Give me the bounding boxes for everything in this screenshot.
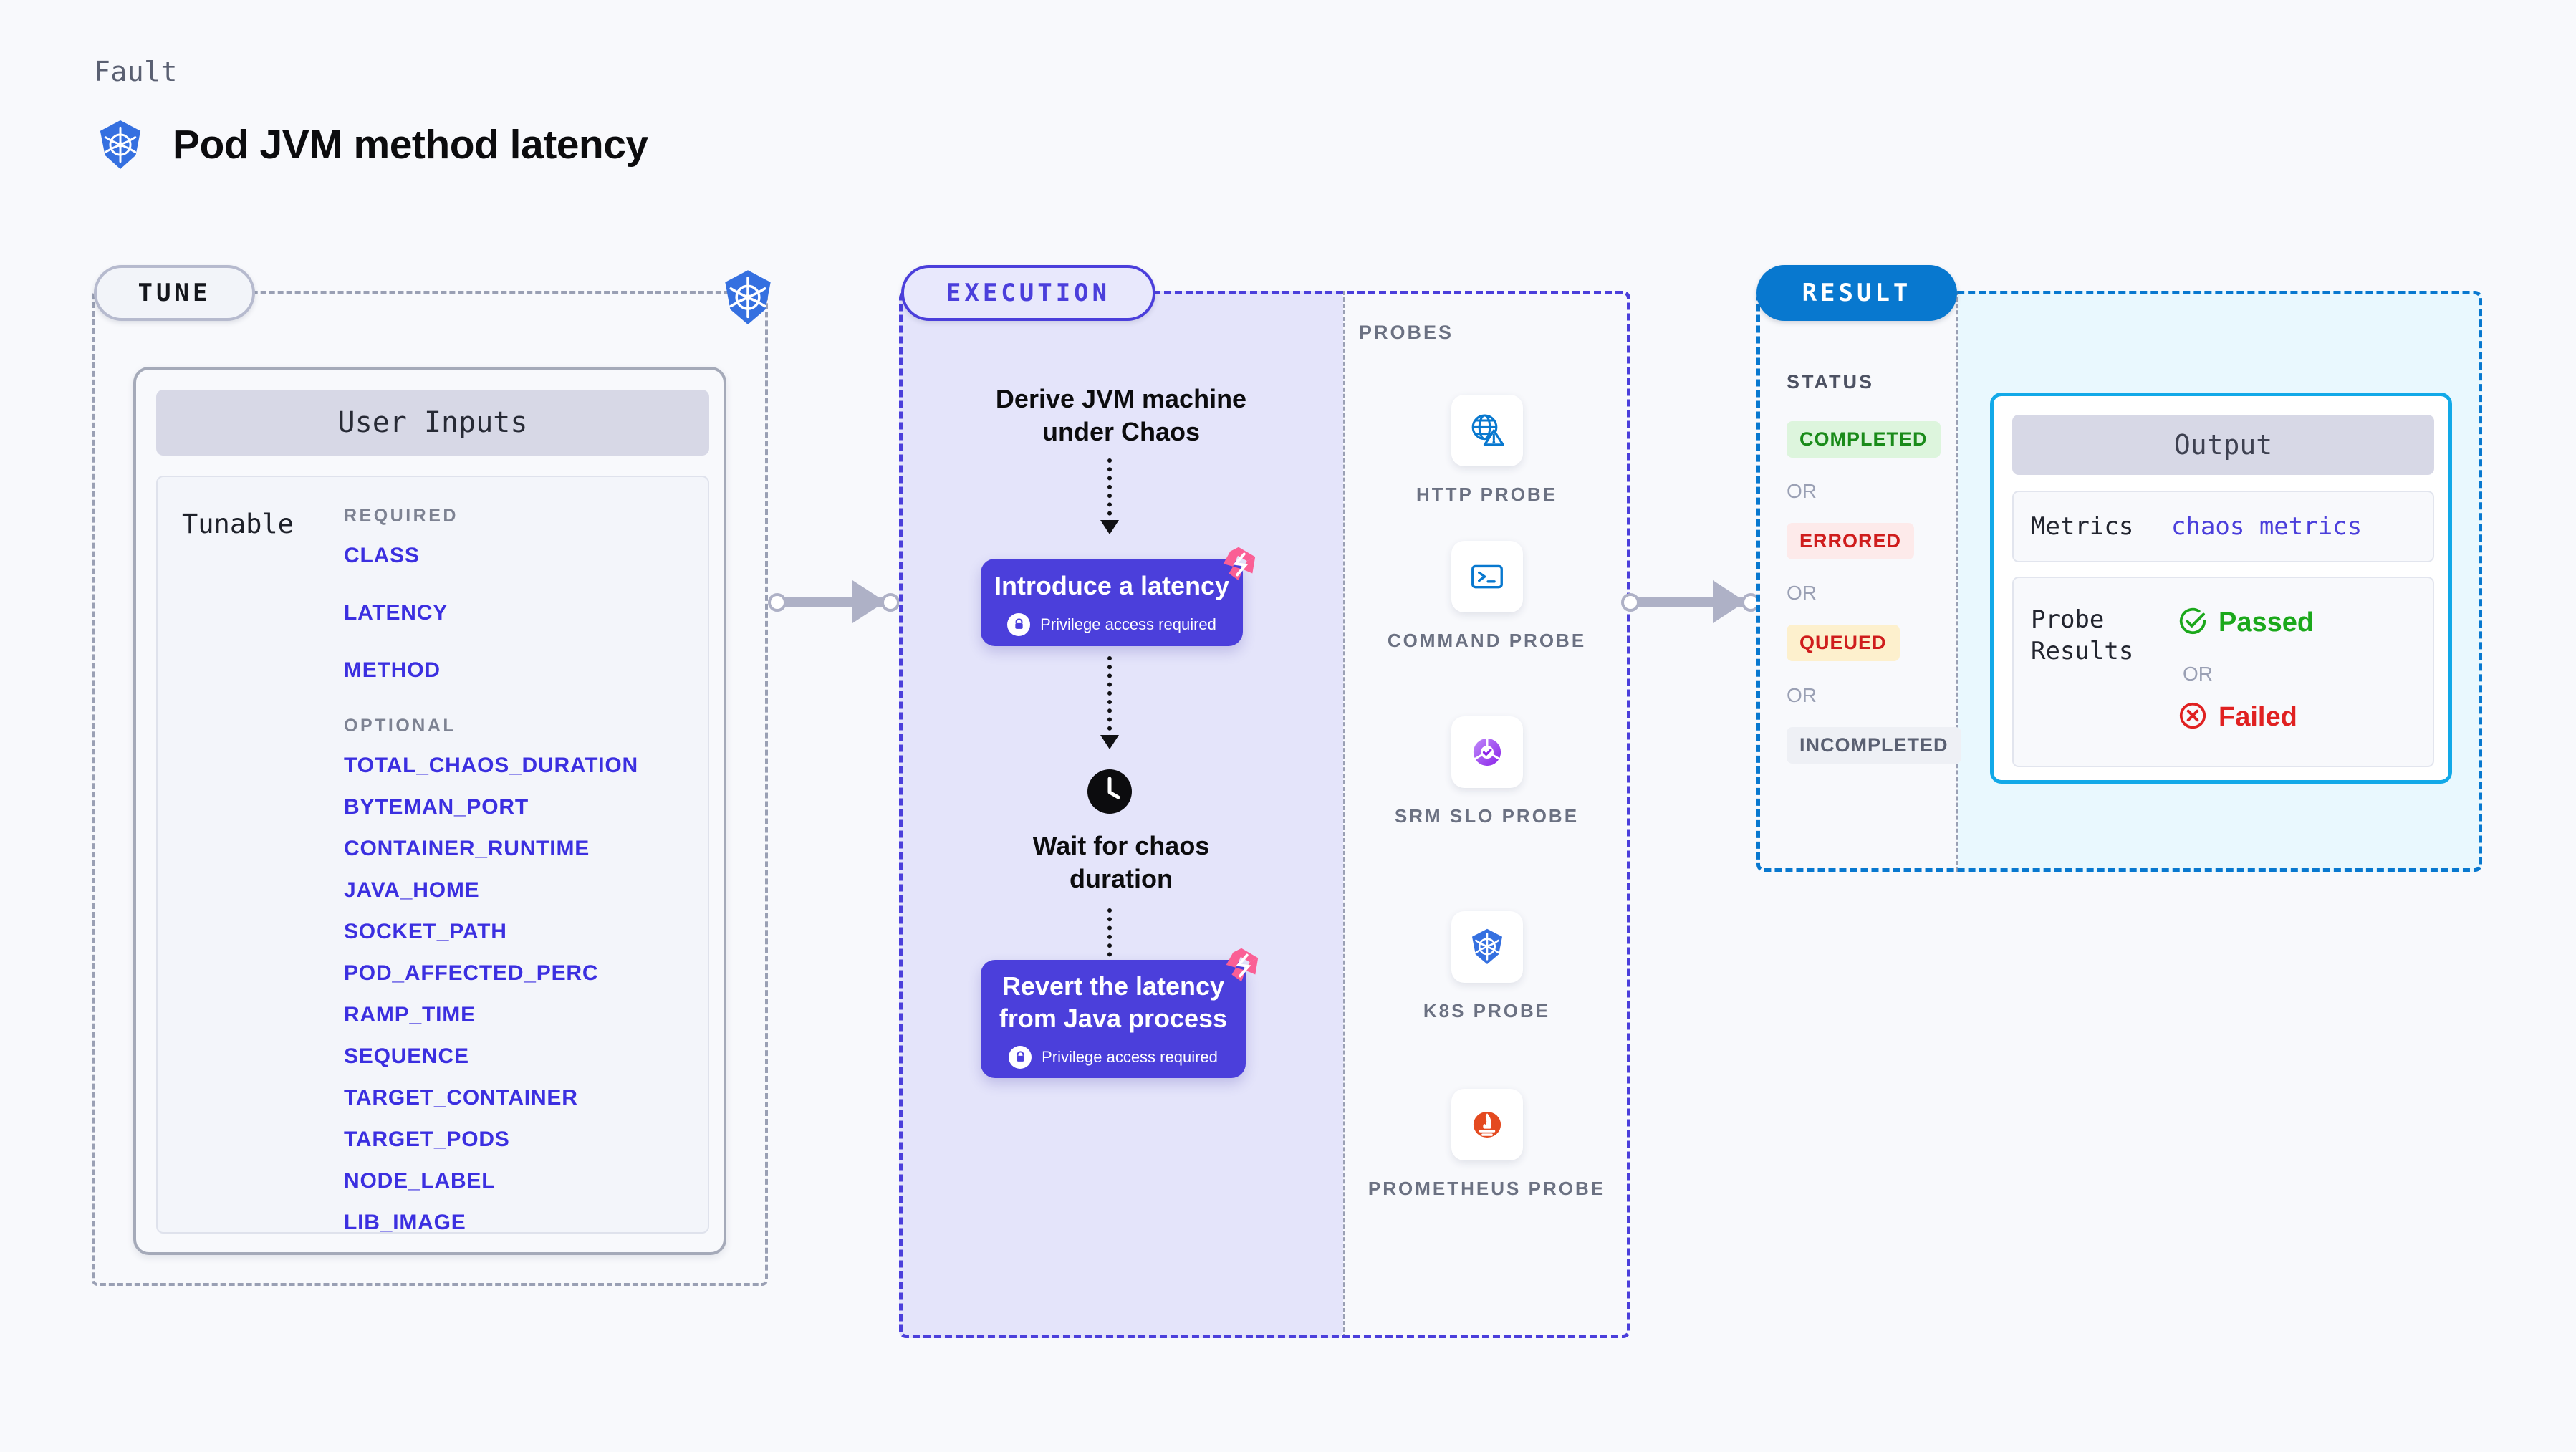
param-latency[interactable]: LATENCY bbox=[344, 601, 448, 625]
param-pod-affected-perc[interactable]: POD_AFFECTED_PERC bbox=[344, 961, 599, 985]
probe-srm-slo[interactable]: SRM SLO PROBE bbox=[1343, 716, 1630, 829]
param-target-pods[interactable]: TARGET_PODS bbox=[344, 1128, 510, 1151]
kubernetes-icon bbox=[716, 266, 779, 330]
privilege-note: Privilege access required bbox=[1007, 612, 1216, 636]
metrics-label: Metrics bbox=[2031, 512, 2134, 541]
privilege-note-text: Privilege access required bbox=[1040, 615, 1216, 633]
param-node-label[interactable]: NODE_LABEL bbox=[344, 1169, 496, 1193]
tunable-label: Tunable bbox=[182, 509, 294, 539]
lock-icon bbox=[1009, 1045, 1032, 1069]
param-class[interactable]: CLASS bbox=[344, 544, 420, 567]
probes-column bbox=[1343, 291, 1630, 1338]
param-target-container[interactable]: TARGET_CONTAINER bbox=[344, 1086, 578, 1110]
probe-label: K8S PROBE bbox=[1423, 1000, 1551, 1021]
probe-label: COMMAND PROBE bbox=[1387, 630, 1587, 651]
probe-command[interactable]: COMMAND PROBE bbox=[1343, 541, 1630, 653]
parameter-list: REQUIRED CLASS LATENCY METHOD OPTIONAL T… bbox=[344, 506, 688, 1252]
probe-http[interactable]: HTTP PROBE bbox=[1343, 395, 1630, 507]
user-inputs-card: User Inputs Tunable REQUIRED CLASS LATEN… bbox=[133, 367, 726, 1255]
or-label-2: OR bbox=[1787, 582, 1817, 604]
result-region bbox=[1756, 291, 2482, 872]
action-card-title: Introduce a latency bbox=[994, 570, 1230, 600]
param-sequence[interactable]: SEQUENCE bbox=[344, 1044, 469, 1068]
action-card-introduce-latency[interactable]: Introduce a latency Privilege access req… bbox=[981, 559, 1243, 646]
probe-results-or: OR bbox=[2183, 663, 2213, 685]
failed-label: Failed bbox=[2219, 702, 2297, 732]
probe-result-failed: Failed bbox=[2178, 701, 2297, 734]
chaos-badge-icon bbox=[1221, 944, 1262, 986]
status-badge-completed: COMPLETED bbox=[1787, 421, 1941, 458]
or-label-3: OR bbox=[1787, 684, 1817, 706]
param-java-home[interactable]: JAVA_HOME bbox=[344, 878, 480, 902]
execution-pill[interactable]: EXECUTION bbox=[901, 265, 1155, 321]
probe-label: HTTP PROBE bbox=[1416, 484, 1558, 505]
param-method[interactable]: METHOD bbox=[344, 658, 441, 682]
param-total-chaos-duration[interactable]: TOTAL_CHAOS_DURATION bbox=[344, 754, 639, 777]
page-title: Pod JVM method latency bbox=[173, 122, 648, 168]
user-inputs-body: Tunable REQUIRED CLASS LATENCY METHOD OP… bbox=[156, 476, 709, 1234]
globe-warning-icon bbox=[1451, 395, 1523, 466]
metrics-row: Metrics chaos metrics bbox=[2012, 491, 2434, 562]
execution-region bbox=[899, 291, 1630, 1338]
output-header: Output bbox=[2012, 415, 2434, 475]
param-lib-image[interactable]: LIB_IMAGE bbox=[344, 1211, 466, 1234]
connector-execution-to-result bbox=[1621, 580, 1764, 623]
probe-label: SRM SLO PROBE bbox=[1394, 805, 1580, 827]
flow-arrow-1 bbox=[1100, 458, 1119, 534]
param-container-runtime[interactable]: CONTAINER_RUNTIME bbox=[344, 837, 590, 860]
lock-icon bbox=[1007, 612, 1031, 636]
connector-tune-to-execution bbox=[768, 580, 904, 623]
kubernetes-icon bbox=[1451, 911, 1523, 983]
status-title: STATUS bbox=[1787, 371, 1874, 393]
x-circle-icon bbox=[2178, 701, 2207, 734]
terminal-icon bbox=[1451, 541, 1523, 612]
user-inputs-header: User Inputs bbox=[156, 390, 709, 456]
kubernetes-icon bbox=[94, 118, 147, 171]
prometheus-icon bbox=[1451, 1089, 1523, 1160]
eyebrow-label: Fault bbox=[94, 56, 178, 87]
clock-icon bbox=[1087, 769, 1133, 814]
result-status-column bbox=[1756, 291, 1958, 872]
chaos-badge-icon bbox=[1218, 543, 1259, 585]
flow-arrow-2 bbox=[1100, 656, 1119, 749]
page-title-row: Pod JVM method latency bbox=[94, 118, 648, 171]
passed-label: Passed bbox=[2219, 607, 2315, 638]
result-pill[interactable]: RESULT bbox=[1756, 265, 1957, 321]
param-byteman-port[interactable]: BYTEMAN_PORT bbox=[344, 795, 529, 819]
privilege-note: Privilege access required bbox=[1009, 1045, 1218, 1069]
or-label-1: OR bbox=[1787, 480, 1817, 502]
status-badge-queued: QUEUED bbox=[1787, 625, 1900, 661]
execution-inner-panel bbox=[899, 291, 1343, 1338]
probe-k8s[interactable]: K8S PROBE bbox=[1343, 911, 1630, 1024]
param-ramp-time[interactable]: RAMP_TIME bbox=[344, 1003, 476, 1027]
group-header-optional: OPTIONAL bbox=[344, 716, 457, 736]
param-socket-path[interactable]: SOCKET_PATH bbox=[344, 920, 507, 943]
group-header-required: REQUIRED bbox=[344, 506, 458, 526]
probe-result-passed: Passed bbox=[2178, 607, 2314, 639]
status-badge-errored: ERRORED bbox=[1787, 523, 1915, 559]
status-badge-incompleted: INCOMPLETED bbox=[1787, 727, 1961, 764]
slo-gauge-icon bbox=[1451, 716, 1523, 788]
check-circle-icon bbox=[2178, 607, 2207, 639]
probes-title: PROBES bbox=[1359, 322, 1454, 343]
metrics-value[interactable]: chaos metrics bbox=[2171, 512, 2363, 541]
probe-prometheus[interactable]: PROMETHEUS PROBE bbox=[1343, 1089, 1630, 1201]
privilege-note-text: Privilege access required bbox=[1042, 1047, 1218, 1066]
tune-region bbox=[92, 291, 768, 1286]
probe-label: PROMETHEUS PROBE bbox=[1368, 1178, 1606, 1199]
tune-pill[interactable]: TUNE bbox=[94, 265, 255, 321]
